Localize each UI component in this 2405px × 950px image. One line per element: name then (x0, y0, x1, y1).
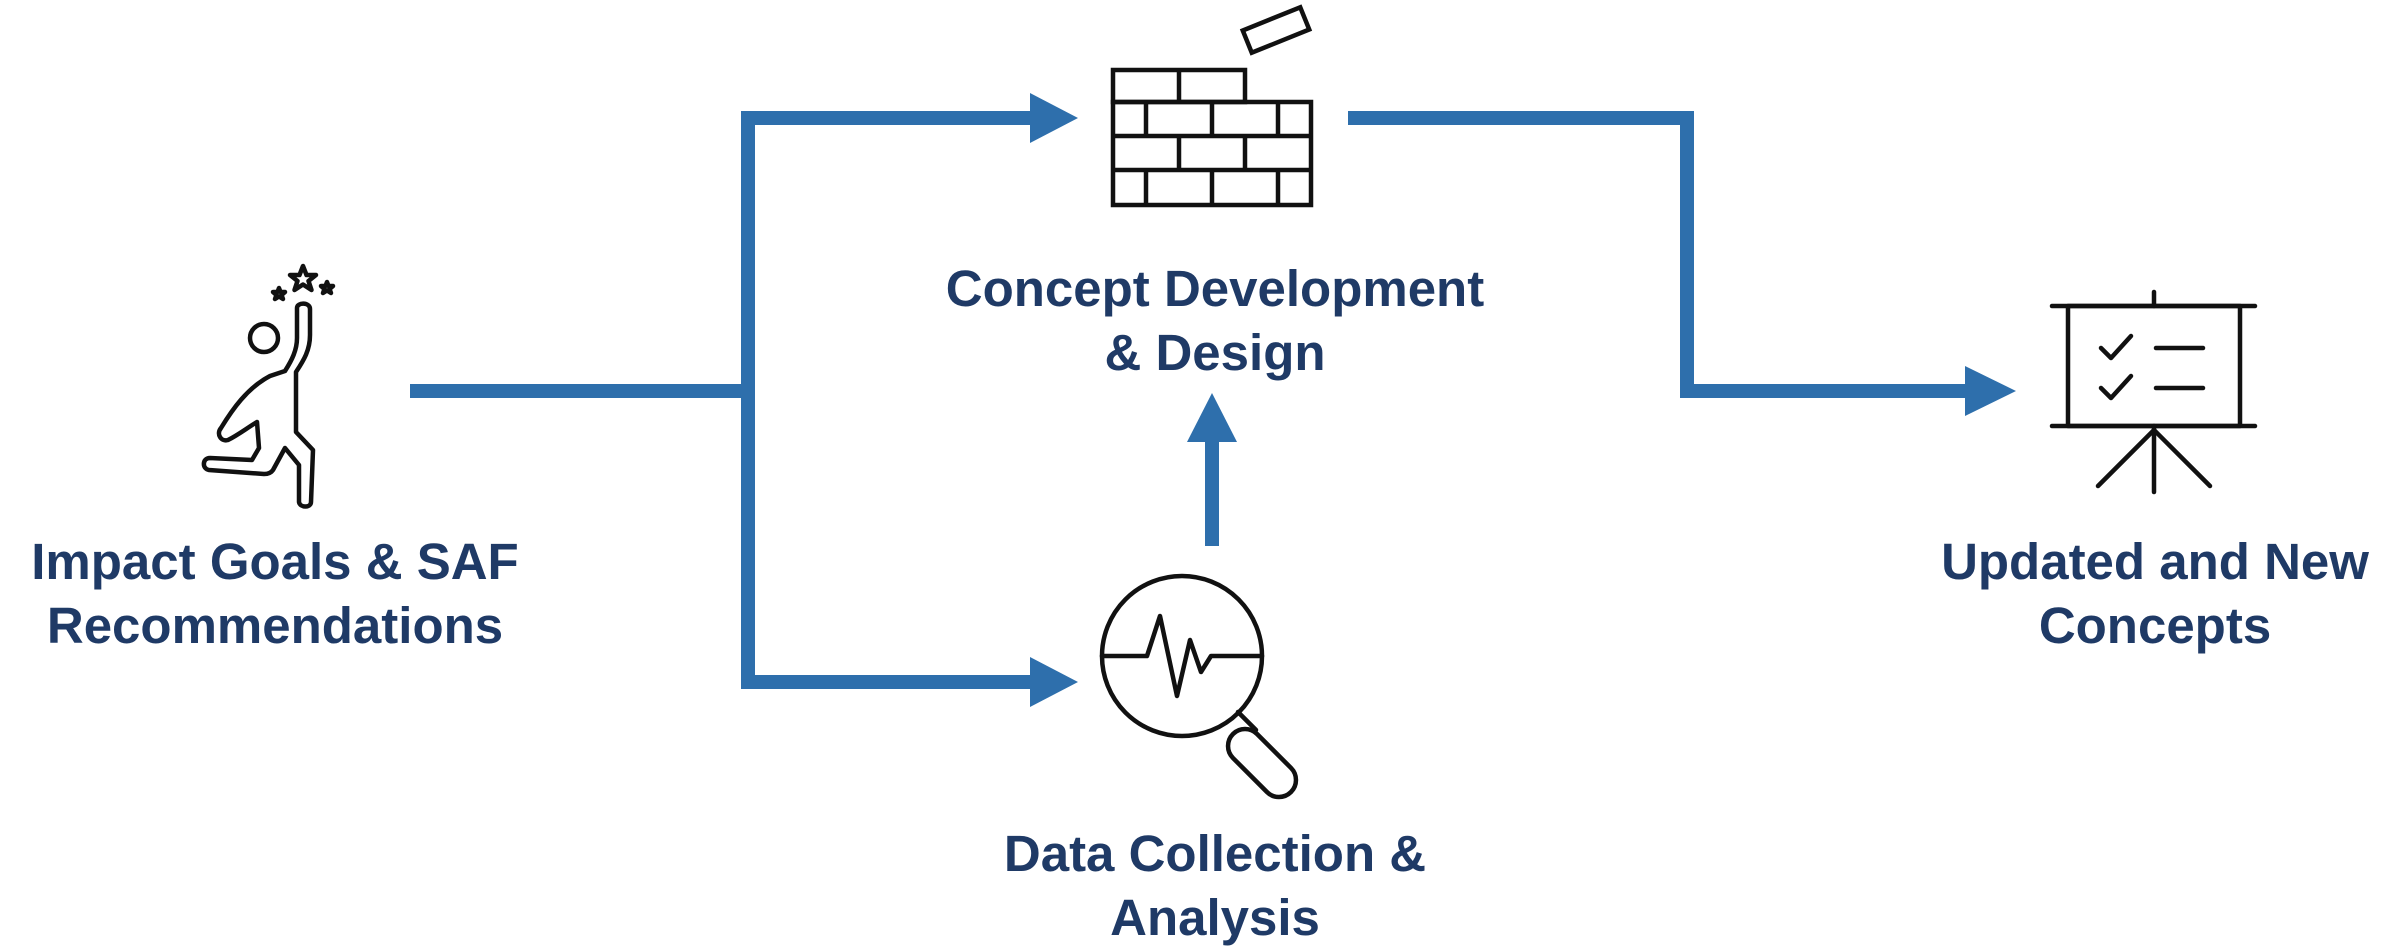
arrowhead-to-concept (1030, 93, 1078, 143)
impact-goals-label: Impact Goals & SAF Recommendations (10, 530, 540, 658)
brick-wall-icon (1110, 4, 1314, 208)
concept-development-label-line2: & Design (1104, 324, 1326, 381)
data-collection-label-line2: Analysis (1110, 889, 1320, 946)
edge-concept-to-updated (1348, 111, 1970, 398)
presentation-checklist-icon (2049, 289, 2258, 495)
arrowhead-to-data (1030, 657, 1078, 707)
person-reaching-stars-icon (201, 263, 336, 509)
updated-concepts-label-line2: Concepts (2038, 597, 2272, 654)
updated-concepts-label: Updated and New Concepts (1915, 530, 2395, 658)
arrowhead-up-to-concept (1187, 393, 1237, 442)
concept-development-label-line1: Concept Development (945, 260, 1485, 317)
impact-goals-label-line1: Impact Goals & SAF (31, 533, 519, 590)
updated-concepts-label-line1: Updated and New (1941, 533, 2369, 590)
connector-lines (410, 111, 1970, 689)
data-collection-label-line1: Data Collection & (1003, 825, 1427, 882)
concept-development-label: Concept Development & Design (900, 257, 1530, 385)
edge-branch-to-data (741, 391, 1035, 689)
arrowhead-to-updated (1965, 366, 2016, 416)
magnifier-pulse-icon (1099, 573, 1299, 800)
arrowheads (1030, 93, 2016, 707)
impact-goals-label-line2: Recommendations (46, 597, 504, 654)
data-collection-label: Data Collection & Analysis (935, 822, 1495, 950)
edge-branch-to-concept (741, 111, 1035, 391)
